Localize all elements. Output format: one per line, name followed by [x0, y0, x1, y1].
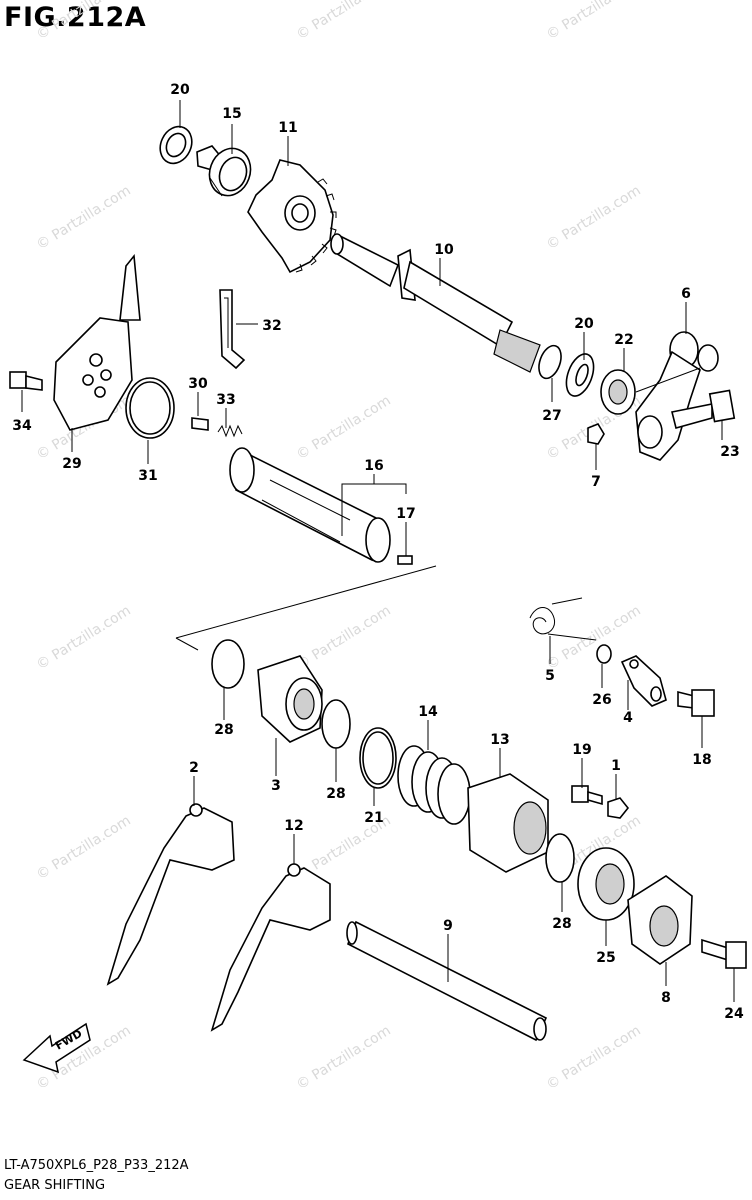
watermark-text: © Partzilla.com — [544, 183, 644, 254]
callout-9: 9 — [443, 918, 453, 934]
watermark-text: © Partzilla.com — [544, 0, 644, 43]
callout-33: 33 — [216, 392, 235, 408]
watermark-text: © Partzilla.com — [294, 393, 394, 464]
callout-4: 4 — [623, 710, 633, 726]
part-18-bolt — [677, 689, 715, 717]
callout-10: 10 — [434, 242, 454, 258]
watermark-text: © Partzilla.com — [34, 183, 134, 254]
callout-8: 8 — [661, 990, 671, 1006]
callout-21: 21 — [364, 810, 383, 826]
figure-name: GEAR SHIFTING — [4, 1178, 106, 1193]
watermark-text: © Partzilla.com — [34, 813, 134, 884]
watermark-text: © Partzilla.com — [294, 1023, 394, 1094]
part-34-bolt — [9, 371, 43, 391]
callout-1: 1 — [611, 758, 621, 774]
leader-lines — [21, 100, 735, 1002]
group-separator-line — [175, 565, 437, 651]
callout-26: 26 — [592, 692, 611, 708]
part-26-washer — [596, 644, 612, 664]
callout-28-a: 28 — [214, 722, 233, 738]
callout-31: 31 — [138, 468, 157, 484]
callout-29: 29 — [62, 456, 81, 472]
part-27-circlip — [538, 344, 562, 380]
callout-3: 3 — [271, 778, 281, 794]
callout-28-b: 28 — [326, 786, 345, 802]
part-3-shift-sleeve — [257, 655, 323, 743]
callout-34: 34 — [12, 418, 32, 434]
part-7-nut — [587, 423, 605, 445]
callout-30: 30 — [188, 376, 208, 392]
figure-code: LT-A750XPL6_P28_P33_212A — [4, 1158, 189, 1173]
figure-title: FIG.212A — [4, 2, 147, 33]
callout-14: 14 — [418, 704, 438, 720]
part-13-shift-cam — [467, 773, 549, 873]
callout-2: 2 — [189, 760, 199, 776]
watermark-text: © Partzilla.com — [34, 603, 134, 674]
part-6-shift-arm — [635, 331, 719, 461]
part-28-circlip-c — [545, 833, 575, 883]
part-16-shift-drum — [229, 447, 391, 563]
part-33-spring — [217, 424, 243, 438]
callout-7: 7 — [591, 474, 601, 490]
watermark-text: © Partzilla.com — [34, 0, 134, 43]
part-11-shift-segment — [247, 159, 337, 274]
callout-28-c: 28 — [552, 916, 571, 932]
callout-18: 18 — [692, 752, 711, 768]
callout-13: 13 — [490, 732, 509, 748]
part-9-fork-shaft — [346, 920, 548, 1042]
part-29-cover — [53, 253, 141, 431]
part-30-pin — [191, 417, 209, 431]
callout-32: 32 — [262, 318, 281, 334]
part-28-circlip-a — [211, 639, 245, 689]
part-8-shift-cam-gear — [627, 875, 693, 965]
callout-5: 5 — [545, 668, 555, 684]
part-31-o-ring — [125, 377, 175, 439]
part-2-shift-fork — [106, 803, 235, 986]
watermark-text: © Partzilla.com — [294, 0, 394, 43]
part-4-stopper-lever — [620, 655, 667, 707]
callout-16: 16 — [364, 458, 383, 474]
part-32-spring-clip — [219, 289, 246, 370]
callout-6: 6 — [681, 286, 691, 302]
part-20-washer — [159, 125, 193, 165]
part-5-spring — [529, 597, 597, 641]
part-20-washer-b — [565, 353, 595, 397]
watermark-text: © Partzilla.com — [294, 603, 394, 674]
callout-11: 11 — [278, 120, 297, 136]
part-23-bolt — [671, 389, 736, 429]
part-25-bearing — [577, 847, 635, 921]
callout-22: 22 — [614, 332, 633, 348]
part-12-shift-fork — [210, 863, 331, 1032]
watermark-text: © Partzilla.com — [544, 1023, 644, 1094]
part-24-bolt — [701, 938, 747, 969]
part-1-nut — [607, 797, 630, 819]
part-15-collar — [196, 145, 252, 197]
callout-17: 17 — [396, 506, 415, 522]
part-22-bearing — [600, 369, 636, 415]
callout-20: 20 — [170, 82, 190, 98]
callout-19: 19 — [572, 742, 591, 758]
part-10-shift-shaft — [330, 233, 541, 373]
part-28-circlip-b — [321, 699, 351, 749]
callout-labels: 20 15 11 10 32 20 6 22 27 23 7 30 33 34 … — [12, 82, 744, 1022]
part-21-washer — [359, 727, 397, 789]
part-19-bolt — [571, 785, 603, 806]
part-14-coil-spring — [397, 745, 471, 825]
part-17-pin — [397, 555, 413, 565]
callout-23: 23 — [720, 444, 739, 460]
callout-24: 24 — [724, 1006, 744, 1022]
callout-25: 25 — [596, 950, 615, 966]
callout-12: 12 — [284, 818, 303, 834]
callout-15: 15 — [222, 106, 241, 122]
callout-27: 27 — [542, 408, 561, 424]
callout-20-b: 20 — [574, 316, 594, 332]
